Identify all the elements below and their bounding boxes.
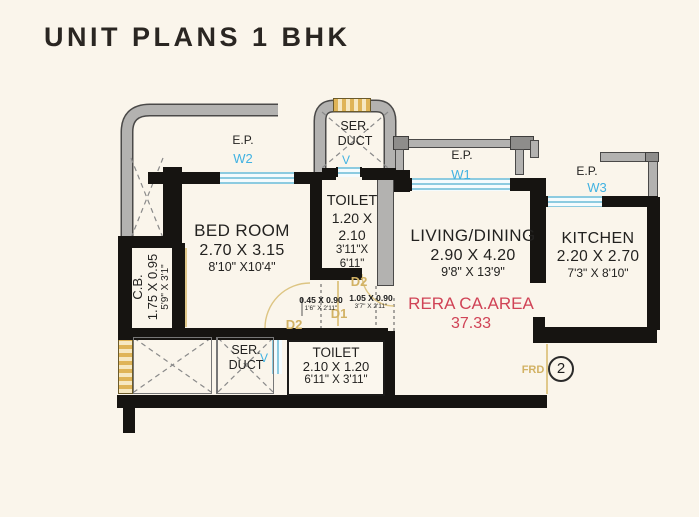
service-duct-top-label: SER. DUCT bbox=[337, 119, 373, 148]
wall-segment bbox=[310, 172, 322, 280]
balcony-label-ep2: E.P. bbox=[451, 148, 473, 162]
wall-segment bbox=[604, 196, 658, 207]
wall-segment bbox=[383, 331, 395, 401]
wall-segment bbox=[163, 167, 182, 245]
window-label-w2: W2 bbox=[233, 151, 253, 166]
service-duct-box bbox=[217, 337, 274, 394]
rera-area-note: RERA CA.AREA 37.33 bbox=[408, 294, 534, 332]
wall-segment bbox=[394, 170, 410, 192]
door-label-d1: D1 bbox=[330, 306, 348, 321]
balcony-wall bbox=[648, 161, 658, 198]
balcony-label-ep3: E.P. bbox=[576, 164, 598, 178]
duct-hatch-block bbox=[333, 98, 371, 112]
room-kitchen-label: KITCHEN 2.20 X 2.70 7'3" X 8'10" bbox=[556, 230, 640, 280]
balcony-wall bbox=[515, 149, 524, 175]
door-label-frd: FRD bbox=[521, 364, 545, 376]
wall-segment bbox=[131, 236, 182, 248]
balcony-wall-corner bbox=[393, 136, 409, 150]
window-label-w1: W1 bbox=[451, 167, 471, 182]
room-toilet-top-label: TOILET 1.20 X 2.10 3'11"X 6'11" bbox=[326, 193, 378, 270]
window-w2 bbox=[218, 172, 296, 184]
wall-segment bbox=[318, 268, 362, 280]
balcony-label-ep1: E.P. bbox=[232, 133, 254, 147]
window-w1 bbox=[410, 178, 512, 191]
toilet-bottom-room bbox=[287, 340, 385, 396]
wall-segment bbox=[647, 197, 660, 330]
room-bedroom-label: BED ROOM 2.70 X 3.15 8'10" X10'4" bbox=[194, 221, 290, 274]
balcony-wall bbox=[530, 140, 539, 158]
wall-segment bbox=[148, 172, 220, 184]
passage-large-dims: 1.05 X 0.90 3'7" X 2'11" bbox=[349, 293, 393, 311]
shaft-box bbox=[133, 337, 212, 394]
wall-segment bbox=[172, 243, 185, 333]
wall-segment bbox=[530, 178, 546, 283]
wall-segment bbox=[533, 317, 545, 343]
wall-segment bbox=[538, 327, 657, 343]
wall-segment bbox=[123, 408, 135, 433]
shaft-divider bbox=[211, 337, 217, 394]
ventilator-window-bottom bbox=[272, 340, 282, 374]
wall-segment bbox=[117, 395, 547, 408]
room-cupboard-label: C.B. 1.75 X 0.95 5'9" X 3'1" bbox=[130, 253, 171, 321]
unit-number-badge: 2 bbox=[548, 356, 574, 382]
ventilator-label-bottom: V bbox=[259, 351, 268, 365]
wall-hatch-strip bbox=[118, 336, 133, 394]
window-label-w3: W3 bbox=[587, 180, 607, 195]
wall-segment bbox=[322, 168, 336, 180]
balcony-wall bbox=[407, 139, 512, 148]
room-toilet-bottom-label: TOILET 2.10 X 1.20 6'11" X 3'11" bbox=[302, 345, 370, 386]
page-title: UNIT PLANS 1 BHK bbox=[44, 22, 351, 52]
door-label-d2-bedroom: D2 bbox=[285, 317, 303, 332]
ventilator-window-top bbox=[336, 167, 362, 177]
wall-segment bbox=[362, 168, 396, 180]
passage-small-dims: 0.45 X 0.90 1'6" X 2'11" bbox=[299, 295, 343, 313]
room-living-label: LIVING/DINING 2.90 X 4.20 9'8" X 13'9" bbox=[410, 226, 536, 279]
ventilator-label-top: V bbox=[341, 153, 350, 167]
window-w3 bbox=[546, 196, 604, 207]
wall-segment bbox=[118, 236, 132, 337]
service-duct-bottom-label: SER. DUCT bbox=[228, 343, 264, 372]
balcony-wall bbox=[600, 152, 648, 162]
door-label-d2-toilet: D2 bbox=[350, 274, 368, 289]
